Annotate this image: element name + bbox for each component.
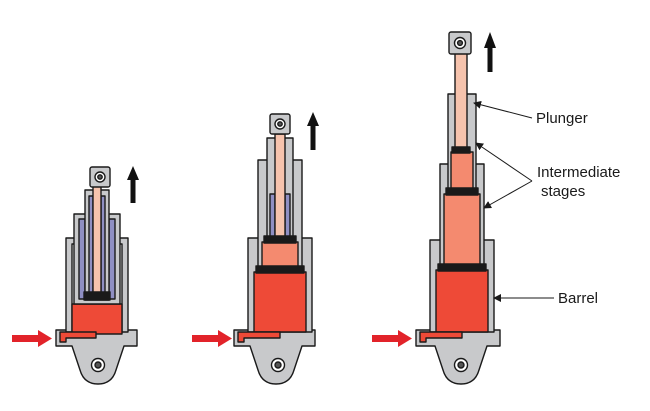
fluid-chamber [71,303,123,335]
fluid-inlet [237,331,281,343]
red-input-arrow-icon [12,330,52,347]
fluid-inlet [419,331,463,343]
fluid-chamber [435,269,489,333]
base-mount [233,329,316,385]
intermediate-leader-bottom [483,180,533,209]
base-mount [55,329,138,385]
cylinder-extended [415,31,501,385]
stages-label: stages [541,183,585,200]
plunger-rod [454,51,468,153]
cylinder-partial [233,113,316,385]
fluid-chamber [253,271,307,333]
red-input-arrow-icon [372,330,412,347]
intermediate-label: Intermediate [537,164,620,181]
black-up-arrow-icon [307,112,319,150]
intermediate-leader-top [475,142,533,182]
base-mount [415,329,501,385]
plunger-label: Plunger [536,110,588,127]
black-up-arrow-icon [127,166,139,203]
fluid-inlet [59,331,97,343]
plunger-leader [473,100,533,119]
barrel-label: Barrel [558,290,598,307]
cylinder-retracted [55,166,138,385]
red-input-arrow-icon [192,330,232,347]
black-up-arrow-icon [484,32,496,72]
